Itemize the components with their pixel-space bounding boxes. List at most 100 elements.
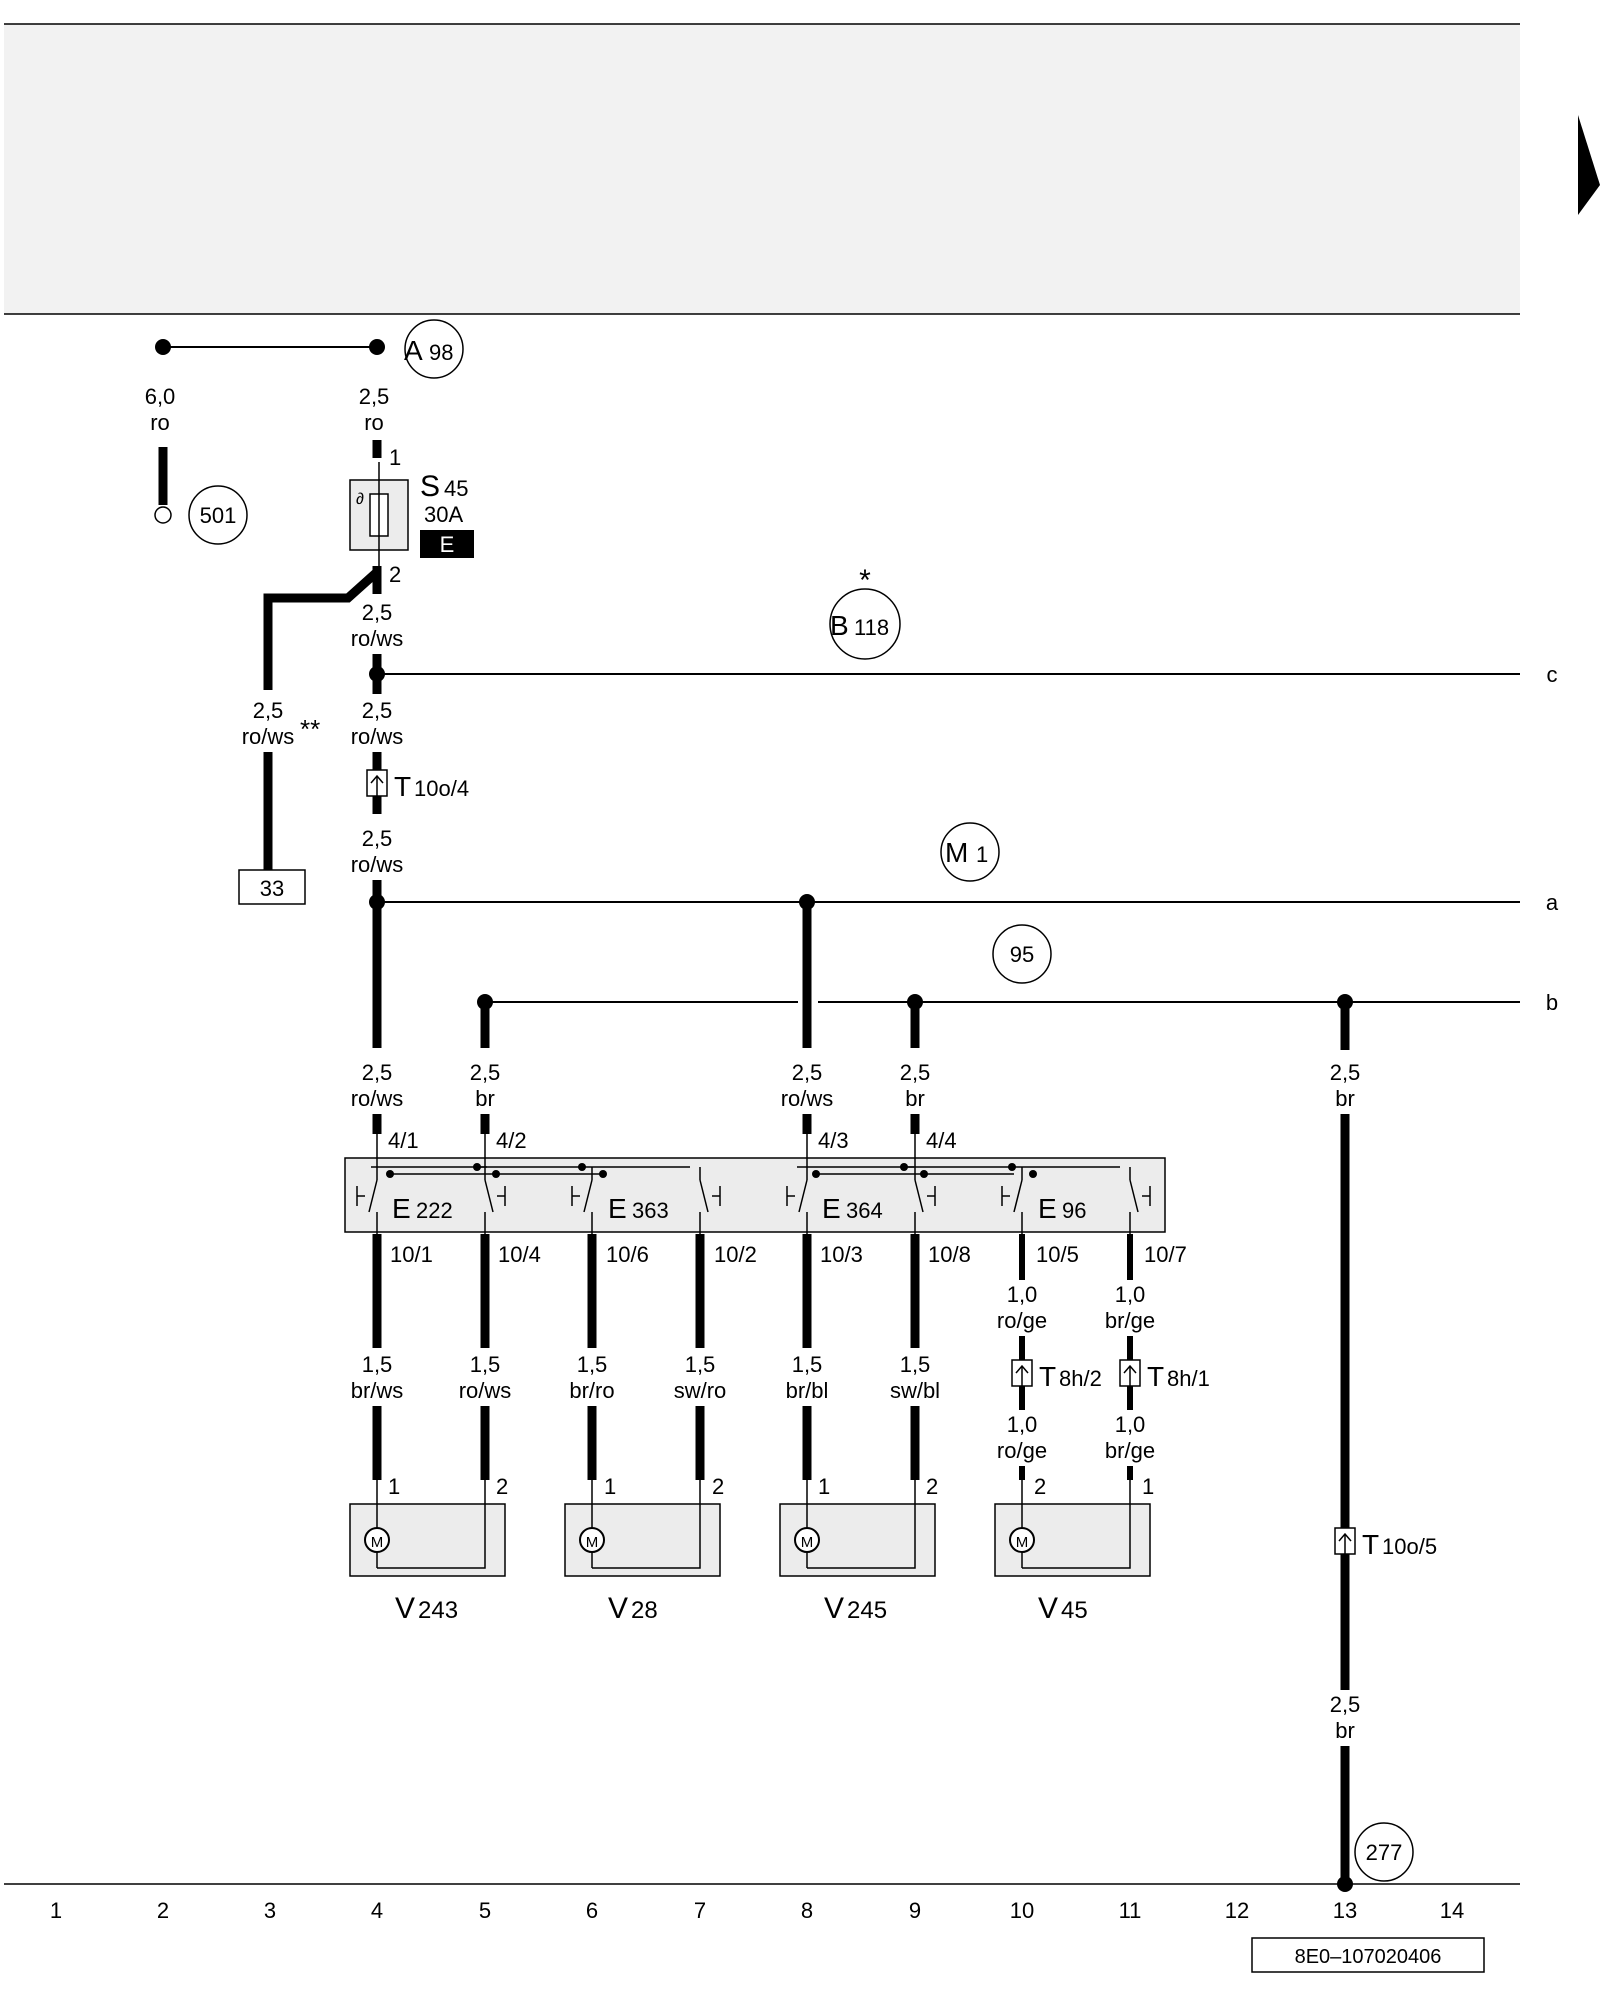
motor-pin: 1 <box>604 1474 616 1499</box>
wire-size: 1,0 <box>1007 1282 1038 1307</box>
column-number: 13 <box>1333 1898 1357 1923</box>
wire-color: ro/ge <box>997 1438 1047 1463</box>
switch-contact <box>356 1167 378 1234</box>
switch-letter: E <box>392 1193 411 1224</box>
wire-size: 2,5 <box>1330 1060 1361 1085</box>
motor-icon: M <box>1016 1534 1029 1551</box>
fuse-pin: 2 <box>389 562 401 587</box>
switch-num: 363 <box>632 1198 669 1223</box>
wire-size: 1,5 <box>362 1352 393 1377</box>
wire-size: 1,5 <box>792 1352 823 1377</box>
wire-size: 2,5 <box>362 698 393 723</box>
wire-color: sw/ro <box>674 1378 727 1403</box>
wire-color: br <box>1335 1086 1355 1111</box>
connector-name: T <box>394 771 411 802</box>
wire-size: 1,0 <box>1007 1412 1038 1437</box>
wire-size: 2,5 <box>359 384 390 409</box>
fuse-s45: ∂ <box>349 462 409 566</box>
column-number: 3 <box>264 1898 276 1923</box>
ref-box-33-label: 33 <box>260 876 284 901</box>
wire-color: br/ro <box>569 1378 614 1403</box>
junction-dot <box>1029 1170 1037 1178</box>
switch-num: 364 <box>846 1198 883 1223</box>
junction-dot <box>369 339 385 355</box>
pin-label: 10/8 <box>928 1242 971 1267</box>
motor-pin: 2 <box>926 1474 938 1499</box>
wire-size: 2,5 <box>900 1060 931 1085</box>
wire-color: ro <box>150 410 170 435</box>
motor-letter: V <box>824 1592 844 1625</box>
wire-color: br/ge <box>1105 1438 1155 1463</box>
junction-dot <box>386 1170 394 1178</box>
ref-501: 501 <box>188 485 248 545</box>
wire-size: 2,5 <box>362 826 393 851</box>
switch-num: 222 <box>416 1198 453 1223</box>
wire-color: ro/ws <box>351 724 404 749</box>
column-number: 10 <box>1010 1898 1034 1923</box>
column-number: 12 <box>1225 1898 1249 1923</box>
footnote-mark: ** <box>300 714 320 744</box>
pin-label: 4/2 <box>496 1128 527 1153</box>
connector-num: 10o/4 <box>414 776 469 801</box>
switch-contact <box>571 1167 593 1234</box>
motor-icon: M <box>586 1534 599 1551</box>
connector-name: T <box>1039 1361 1056 1392</box>
svg-text:A: A <box>404 335 423 366</box>
column-number: 9 <box>909 1898 921 1923</box>
svg-text:95: 95 <box>1010 942 1034 967</box>
fuse-num: 45 <box>444 476 468 501</box>
connector-num: 10o/5 <box>1382 1534 1437 1559</box>
column-number: 11 <box>1119 1898 1142 1923</box>
junction-dot <box>920 1170 928 1178</box>
motor-num: 45 <box>1061 1597 1088 1624</box>
column-number: 14 <box>1440 1898 1464 1923</box>
wire-color: sw/bl <box>890 1378 940 1403</box>
connector-t8h1 <box>1119 1359 1141 1387</box>
junction-dot <box>473 1163 481 1171</box>
switch-num: 96 <box>1062 1198 1086 1223</box>
motor-icon: M <box>801 1534 814 1551</box>
ref-a98: A 98 <box>404 319 464 379</box>
wire-size: 1,0 <box>1115 1412 1146 1437</box>
junction-dot <box>900 1163 908 1171</box>
pin-label: 10/6 <box>606 1242 649 1267</box>
switch-contact <box>786 1167 808 1234</box>
connector-t10o4 <box>366 769 388 797</box>
drawing-number-box <box>1251 1937 1485 1973</box>
column-number: 6 <box>586 1898 598 1923</box>
motor-pin: 1 <box>818 1474 830 1499</box>
switch-contact <box>1129 1167 1151 1234</box>
wire-size: 1,5 <box>470 1352 501 1377</box>
column-number: 8 <box>801 1898 813 1923</box>
motor-num: 243 <box>418 1597 458 1624</box>
terminal-open <box>154 506 172 524</box>
wire-color: ro <box>364 410 384 435</box>
svg-text:501: 501 <box>200 503 237 528</box>
motor-pin: 1 <box>1142 1474 1154 1499</box>
svg-text:B: B <box>830 610 849 641</box>
next-page-arrow-icon[interactable] <box>1578 115 1600 215</box>
motor-pin: 2 <box>712 1474 724 1499</box>
bus-label-c: c <box>1547 662 1558 687</box>
header-band <box>4 24 1520 314</box>
wire-size: 2,5 <box>362 1060 393 1085</box>
motor-letter: V <box>608 1592 628 1625</box>
switch-internal-wiring <box>371 1134 1120 1175</box>
output-wires <box>372 1234 1133 1480</box>
wire-color: br <box>905 1086 925 1111</box>
pin-label: 10/1 <box>390 1242 433 1267</box>
wire-size: 2,5 <box>1330 1692 1361 1717</box>
fuse-icon: ∂ <box>356 491 364 508</box>
motor-num: 28 <box>631 1597 658 1624</box>
wire-size: 6,0 <box>145 384 176 409</box>
svg-text:1: 1 <box>976 842 988 867</box>
fuse-location-badge <box>420 530 474 558</box>
motor-pin: 2 <box>1034 1474 1046 1499</box>
fuse-name: S <box>420 470 440 503</box>
wire-color: ro/ws <box>242 724 295 749</box>
wire-color: br/ge <box>1105 1308 1155 1333</box>
switch-dots <box>386 1163 1037 1178</box>
switch-letter: E <box>1038 1193 1057 1224</box>
